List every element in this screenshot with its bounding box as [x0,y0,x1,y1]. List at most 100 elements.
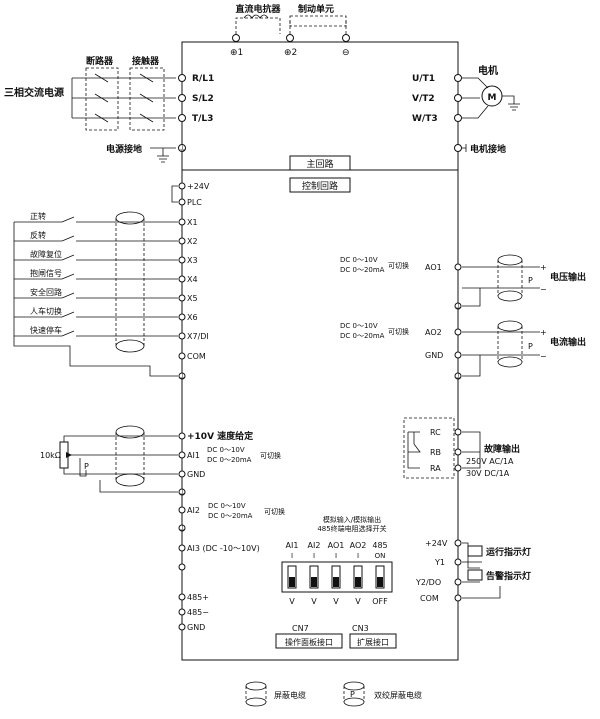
three-phase-source-label: 三相交流电源 [4,86,64,99]
ao1-switch-label: 可切换 [388,261,409,270]
run-lamp-label: 运行指示灯 [486,546,531,558]
shield-cable-bottom [115,339,145,353]
contactor-label: 接触器 [132,55,160,67]
digital-inputs: 正转X1反转X2故障复位X3抱闸信号X4安全回路X5人车切换X6快速停车X7/D… [14,211,209,341]
dip-switch-knob [333,577,339,587]
gnd-label-left: GND [187,470,205,479]
dip-switch-knob [377,577,383,587]
svg-text:⏚: ⏚ [179,145,186,153]
potentiometer-label: 10kΩ [40,451,61,460]
terminal-plus2 [286,34,294,42]
motor-ground-icon [502,95,520,111]
switch-title1: 模拟输入/模拟输出 [323,515,381,524]
digital-input-label: 安全回路 [30,287,62,297]
switch-bottom-mark: V [289,597,295,606]
svg-text:−: − [540,352,547,361]
relay-rating-ac: 250V AC/1A [466,457,514,466]
dip-switch[interactable] [331,565,341,589]
inverter-body [181,41,459,661]
dip-switch[interactable] [287,565,297,589]
terminal-t [178,114,186,122]
alarm-lamp-label: 告警指示灯 [486,570,531,582]
terminal-s-label: S/L2 [192,94,214,104]
switch-bottom-mark: V [311,597,317,606]
dip-switch-knob [289,577,295,587]
ai1-range1: DC 0～10V [207,446,245,454]
digital-input-label: 正转 [30,211,46,221]
terminal-s [178,94,186,102]
twisted-cable-icon [343,681,365,691]
dip-switch[interactable] [375,565,385,589]
digital-input-terminal: X3 [187,256,198,265]
dip-switch[interactable] [309,565,319,589]
cn7-port [275,633,343,649]
ai2-range2: DC 0～20mA [208,512,253,520]
cn7-label: CN7 [292,624,309,633]
digital-input-terminal: X6 [187,313,198,322]
out-plus24v-label: +24V [425,539,448,548]
digital-input-terminal: X7/DI [187,332,209,341]
ao2-label: AO2 [425,328,442,337]
switch-header: AO2 [350,541,367,550]
out-y2do-label: Y2/DO [415,578,441,587]
power-ground-label: 电源接地 [106,143,142,155]
digital-input-terminal: X2 [187,237,198,246]
svg-text:⏚: ⏚ [179,373,186,381]
switch-top-mark: I [335,552,337,560]
brake-unit-box [289,15,347,27]
terminal-r [178,74,186,82]
power-input-lines [71,73,176,123]
alarm-lamp-icon [467,569,483,581]
cn3-port-label: 扩展接口 [357,637,389,647]
digital-input-x7-di: 快速停车 X7/DI [14,325,209,341]
terminal-v-label: V/T2 [412,94,435,104]
motor-symbol: M [488,93,497,103]
motor-label: 电机 [478,64,498,77]
svg-text:⏚: ⏚ [455,373,462,381]
rs485-plus-label: 485+ [187,593,209,602]
svg-text:⏚: ⏚ [179,525,186,533]
terminal-w-label: W/T3 [412,114,438,124]
speed-given-label: +10V 速度给定 [187,430,254,442]
fault-output-label: 故障输出 [484,443,520,455]
switch-top-mark: I [357,552,359,560]
digital-input-x5: 安全回路 X5 [14,287,198,303]
switch-header: AI1 [286,541,299,550]
dip-switch[interactable] [353,565,363,589]
switch-title2: 485终端电阻选择开关 [317,524,386,533]
digital-input-label: 快速停车 [30,325,62,335]
current-output-label: 电流输出 [550,336,586,348]
ao2-twisted-p: P [528,342,533,351]
terminal-u-label: U/T1 [412,74,435,84]
ao2-range1: DC 0～10V [340,322,378,330]
terminal-w [454,114,462,122]
control-circuit-box [289,177,351,193]
legend-shield-label: 屏蔽电缆 [274,690,306,700]
ao1-range2: DC 0～20mA [340,266,385,274]
dip-switch-knob [355,577,361,587]
out-y1-label: Y1 [434,558,445,567]
voltage-output-label: 电压输出 [550,271,586,283]
ao1-label: AO1 [425,263,442,272]
terminal-r-label: R/L1 [192,74,214,84]
digital-input-terminal: X5 [187,294,198,303]
svg-text:+: + [540,328,547,337]
terminal-v [454,94,462,102]
svg-text:+: + [540,263,547,272]
dc-reactor-wire [235,17,281,34]
switch-header: 485 [372,541,387,550]
switch-bottom-mark: V [333,597,339,606]
relay-ra-label: RA [430,464,441,473]
svg-text:⏚: ⏚ [179,489,186,497]
breaker-box [85,67,119,131]
brake-unit-label: 制动单元 [298,3,334,15]
dip-switch-frame [281,561,393,593]
breaker-label: 断路器 [86,55,114,67]
ai1-switch-label: 可切换 [260,451,281,460]
terminal-minus [342,34,350,42]
rs485-minus-label: 485− [187,608,209,617]
main-circuit-box [289,155,351,171]
